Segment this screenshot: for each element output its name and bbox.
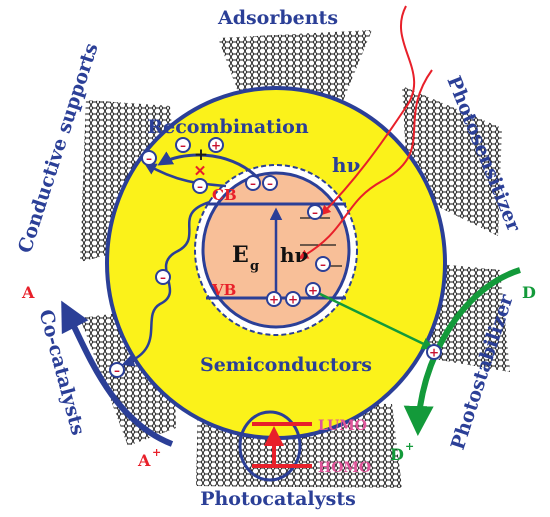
svg-text:–: – — [250, 177, 256, 191]
hole: + — [285, 291, 301, 307]
electron: – — [155, 269, 171, 285]
cb-label: CB — [212, 186, 237, 204]
light-ray-inner — [298, 69, 433, 259]
cocatalysts-label: Co-catalysts — [34, 307, 89, 437]
svg-text:–: – — [197, 180, 203, 194]
svg-text:+: + — [429, 346, 439, 360]
svg-text:+: + — [308, 284, 318, 298]
svg-text:–: – — [114, 364, 120, 378]
svg-text:+: + — [288, 293, 298, 307]
recombination-cross: ✕ — [194, 162, 207, 180]
d-reaction-arrow — [403, 267, 521, 436]
hv-inner-label: hν — [280, 243, 309, 267]
a-plus-label: A — [137, 451, 151, 470]
electron: – — [175, 137, 191, 153]
hole: + — [266, 291, 282, 307]
electron: – — [315, 256, 331, 272]
electron: – — [307, 204, 323, 220]
recombination-label: Recombination — [147, 116, 309, 138]
semiconductors-label: Semiconductors — [200, 354, 372, 376]
a-plus-superscript: + — [152, 446, 161, 459]
d-plus-superscript: + — [405, 440, 414, 453]
recombination-plus: + — [194, 145, 208, 165]
adsorbents-label: Adsorbents — [217, 7, 338, 29]
vb-label: VB — [211, 281, 236, 299]
electron-path-to-support — [143, 162, 227, 188]
hole: + — [305, 282, 321, 298]
electron: – — [192, 178, 208, 194]
svg-text:–: – — [312, 206, 318, 220]
eg-label: E — [232, 242, 249, 268]
recombination-arrow — [157, 151, 260, 180]
electron: – — [109, 362, 125, 378]
svg-text:–: – — [146, 152, 152, 166]
a-reaction-arrow — [61, 300, 174, 447]
svg-text:+: + — [269, 293, 279, 307]
svg-text:–: – — [320, 258, 326, 272]
electron: – — [245, 175, 261, 191]
svg-text:+: + — [211, 139, 221, 153]
hole: + — [426, 344, 442, 360]
dye-circle — [238, 410, 302, 482]
svg-text:–: – — [180, 139, 186, 153]
d-label: D — [522, 283, 536, 302]
charges: – + + – – – – – – — [109, 137, 442, 378]
electron: – — [141, 150, 157, 166]
d-plus-label: D — [390, 445, 404, 464]
hv-outer-label: hν — [332, 153, 361, 177]
hole-transfer-arrow — [315, 290, 435, 350]
hole: + — [208, 137, 224, 153]
svg-text:–: – — [160, 271, 166, 285]
photocatalysts-label: Photocatalysts — [200, 488, 356, 510]
light-ray-outer — [320, 5, 416, 216]
electron: – — [262, 175, 278, 191]
a-label: A — [21, 283, 35, 302]
svg-text:–: – — [267, 177, 273, 191]
lumo-label: LUMO — [318, 418, 367, 434]
eg-subscript: g — [250, 259, 259, 274]
homo-label: HOMO — [318, 460, 371, 476]
